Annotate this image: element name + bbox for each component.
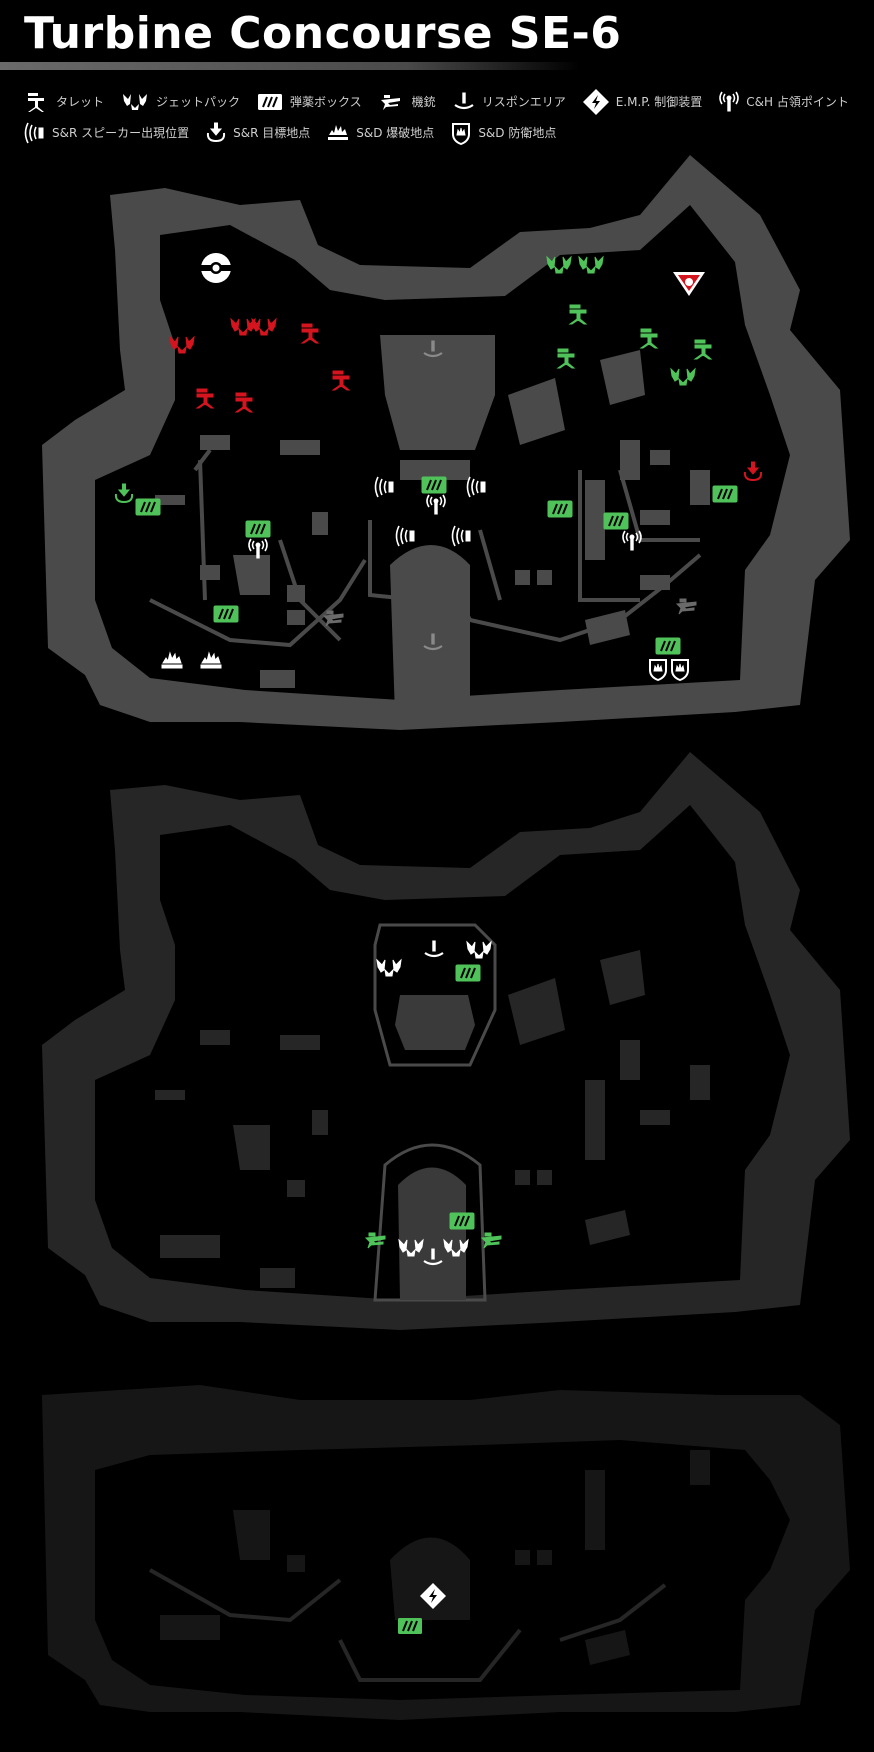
ammo-box-icon xyxy=(135,498,161,516)
ammo-box-icon xyxy=(547,500,573,518)
central-structure-upper xyxy=(380,335,495,715)
legend-label: タレット xyxy=(56,95,105,109)
legend-item-capture-point: C&H 占領ポイント xyxy=(718,90,849,114)
legend-label: S&D 防衛地点 xyxy=(478,126,557,140)
legend-item-defense-point: S&D 防衛地点 xyxy=(450,120,556,146)
map-level-lower xyxy=(42,1385,850,1720)
legend-item-target-point: S&R 目標地点 xyxy=(205,120,310,146)
legend-label: S&R 目標地点 xyxy=(233,126,311,140)
emp-control-icon xyxy=(582,88,609,115)
legend-label: S&R スピーカー出現位置 xyxy=(52,126,190,140)
legend-item-ammo-box: 弾薬ボックス xyxy=(256,90,362,114)
blocks-upper xyxy=(155,350,710,688)
legend-label: 弾薬ボックス xyxy=(290,95,362,109)
page-title: Turbine Concourse SE-6 xyxy=(24,8,622,59)
legend-item-speaker: S&R スピーカー出現位置 xyxy=(22,121,189,145)
legend-label: C&H 占領ポイント xyxy=(746,95,849,109)
ammo-box-icon xyxy=(421,476,447,494)
legend-label: リスポンエリア xyxy=(481,95,566,109)
map-levels xyxy=(42,155,850,1720)
legend-label: E.M.P. 制御装置 xyxy=(615,95,703,109)
central-platform-middle xyxy=(373,923,497,1302)
machine-gun-icon xyxy=(380,94,400,110)
legend: タレット ジェットパック 弾薬ボックス 機銃 リスポンエリア E.M.P. 制御… xyxy=(22,86,862,148)
hq-marker-neutral xyxy=(201,253,231,283)
floor-inner-middle xyxy=(95,805,790,1300)
respawn-area-icon xyxy=(453,91,474,109)
legend-item-turret: タレット xyxy=(22,90,104,114)
title-underline xyxy=(0,62,580,70)
legend-item-blast-point: S&D 爆破地点 xyxy=(326,122,434,144)
ammo-box-icon xyxy=(655,637,681,655)
ammo-box-icon xyxy=(455,964,481,982)
ammo-box-icon xyxy=(712,485,738,503)
legend-item-respawn-area: リスポンエリア xyxy=(452,90,566,114)
walkway-lower xyxy=(149,1568,667,1682)
capture-point-icon xyxy=(719,90,740,112)
legend-label: S&D 爆破地点 xyxy=(356,126,435,140)
legend-item-emp-control: E.M.P. 制御装置 xyxy=(582,88,703,116)
ammo-box-icon xyxy=(257,92,284,111)
map-level-upper xyxy=(42,155,850,730)
ammo-box-icon xyxy=(603,512,629,530)
ammo-box-icon xyxy=(213,605,239,623)
jetpack-icon xyxy=(123,93,148,110)
legend-label: 機銃 xyxy=(411,95,436,109)
turret-icon xyxy=(28,92,44,112)
legend-item-jetpack: ジェットパック xyxy=(120,90,240,114)
map-level-middle xyxy=(42,752,850,1330)
legend-label: ジェットパック xyxy=(156,95,241,109)
blocks-lower xyxy=(160,1450,710,1665)
ammo-box-icon xyxy=(397,1617,423,1635)
ammo-box-icon xyxy=(449,1212,475,1230)
blocks-middle xyxy=(155,950,710,1288)
ammo-box-icon xyxy=(245,520,271,538)
legend-item-machine-gun: 機銃 xyxy=(378,90,436,114)
